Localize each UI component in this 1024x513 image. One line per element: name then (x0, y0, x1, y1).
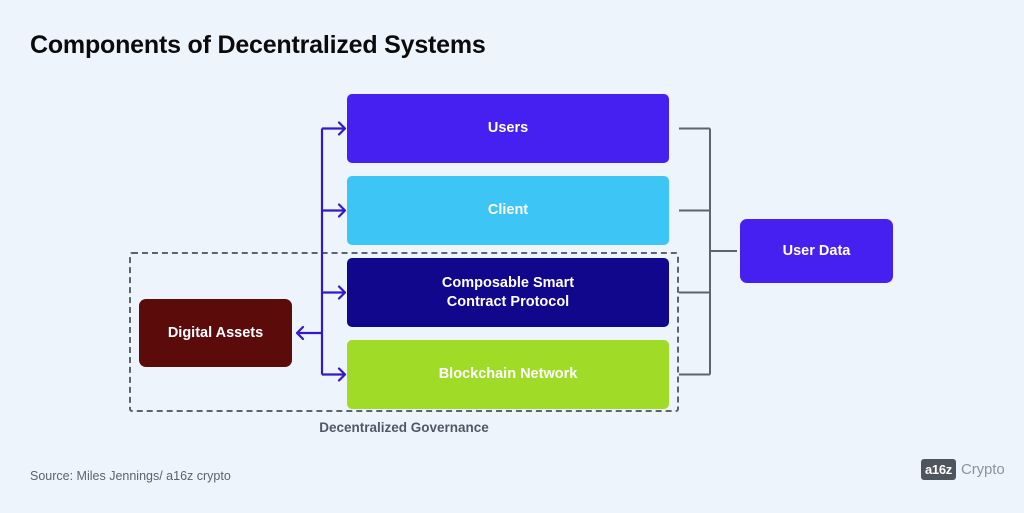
arrow-to-digital-assets-head (295, 325, 305, 341)
node-digital-assets[interactable]: Digital Assets (139, 299, 292, 367)
governance-frame (129, 252, 679, 412)
right-bracket-group (679, 127, 737, 376)
left-rail-group (295, 121, 347, 382)
node-client[interactable]: Client (347, 176, 669, 245)
a16z-logo-mark: a16z (921, 459, 956, 480)
node-digital-assets-label: Digital Assets (167, 325, 264, 341)
arrow-to-protocol-head (337, 285, 347, 300)
arrow-to-users-head (337, 121, 347, 136)
node-users-label: Users (487, 120, 529, 136)
arrow-to-client-head (337, 203, 347, 218)
node-blockchain-network[interactable]: Blockchain Network (347, 340, 669, 409)
a16z-logo-word: Crypto (961, 461, 1005, 478)
governance-caption: Decentralized Governance (319, 420, 489, 435)
page-title: Components of Decentralized Systems (30, 31, 486, 59)
source-note: Source: Miles Jennings/ a16z crypto (30, 469, 231, 483)
a16z-crypto-logo: a16z Crypto (921, 459, 1005, 480)
node-user-data-label: User Data (782, 243, 851, 259)
node-users[interactable]: Users (347, 94, 669, 163)
node-user-data[interactable]: User Data (740, 219, 893, 283)
node-blockchain-label: Blockchain Network (438, 366, 578, 382)
arrow-to-blockchain-head (337, 367, 347, 382)
node-client-label: Client (487, 202, 529, 218)
